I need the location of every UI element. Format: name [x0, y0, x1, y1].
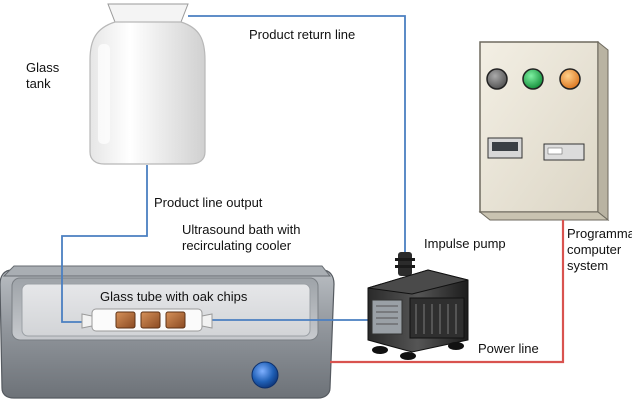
indicator-lamp-orange	[559, 68, 581, 90]
programmable-system-label-clip: Programmable computer system	[567, 226, 632, 282]
glass-tank-label: Glass tank	[26, 60, 60, 91]
indicator-lamp-green	[522, 68, 544, 90]
glass-tank	[89, 3, 206, 165]
product-line-output-label: Product line output	[154, 195, 263, 210]
oak-chip	[165, 311, 186, 329]
programmable-system-label: Programmable computer system	[567, 226, 632, 273]
ultrasound-bath	[0, 265, 335, 399]
ultrasound-bath-label: Ultrasound bath with recirculating coole…	[182, 222, 301, 253]
control-cabinet	[478, 40, 610, 222]
impulse-pump	[367, 252, 469, 360]
oak-chip	[140, 311, 161, 329]
product-return-line-label: Product return line	[249, 27, 356, 42]
oak-chip	[115, 311, 136, 329]
impulse-pump-label: Impulse pump	[424, 236, 506, 251]
product-line-output-pipe	[61, 165, 148, 323]
indicator-lamp-gray	[486, 68, 508, 90]
bath-control-knob	[251, 361, 279, 389]
product-return-pipe	[188, 15, 406, 321]
power-line-label: Power line	[478, 341, 539, 356]
power-line-cable	[330, 220, 565, 364]
glass-tube-label: Glass tube with oak chips	[100, 289, 248, 304]
glass-tube	[81, 308, 213, 332]
